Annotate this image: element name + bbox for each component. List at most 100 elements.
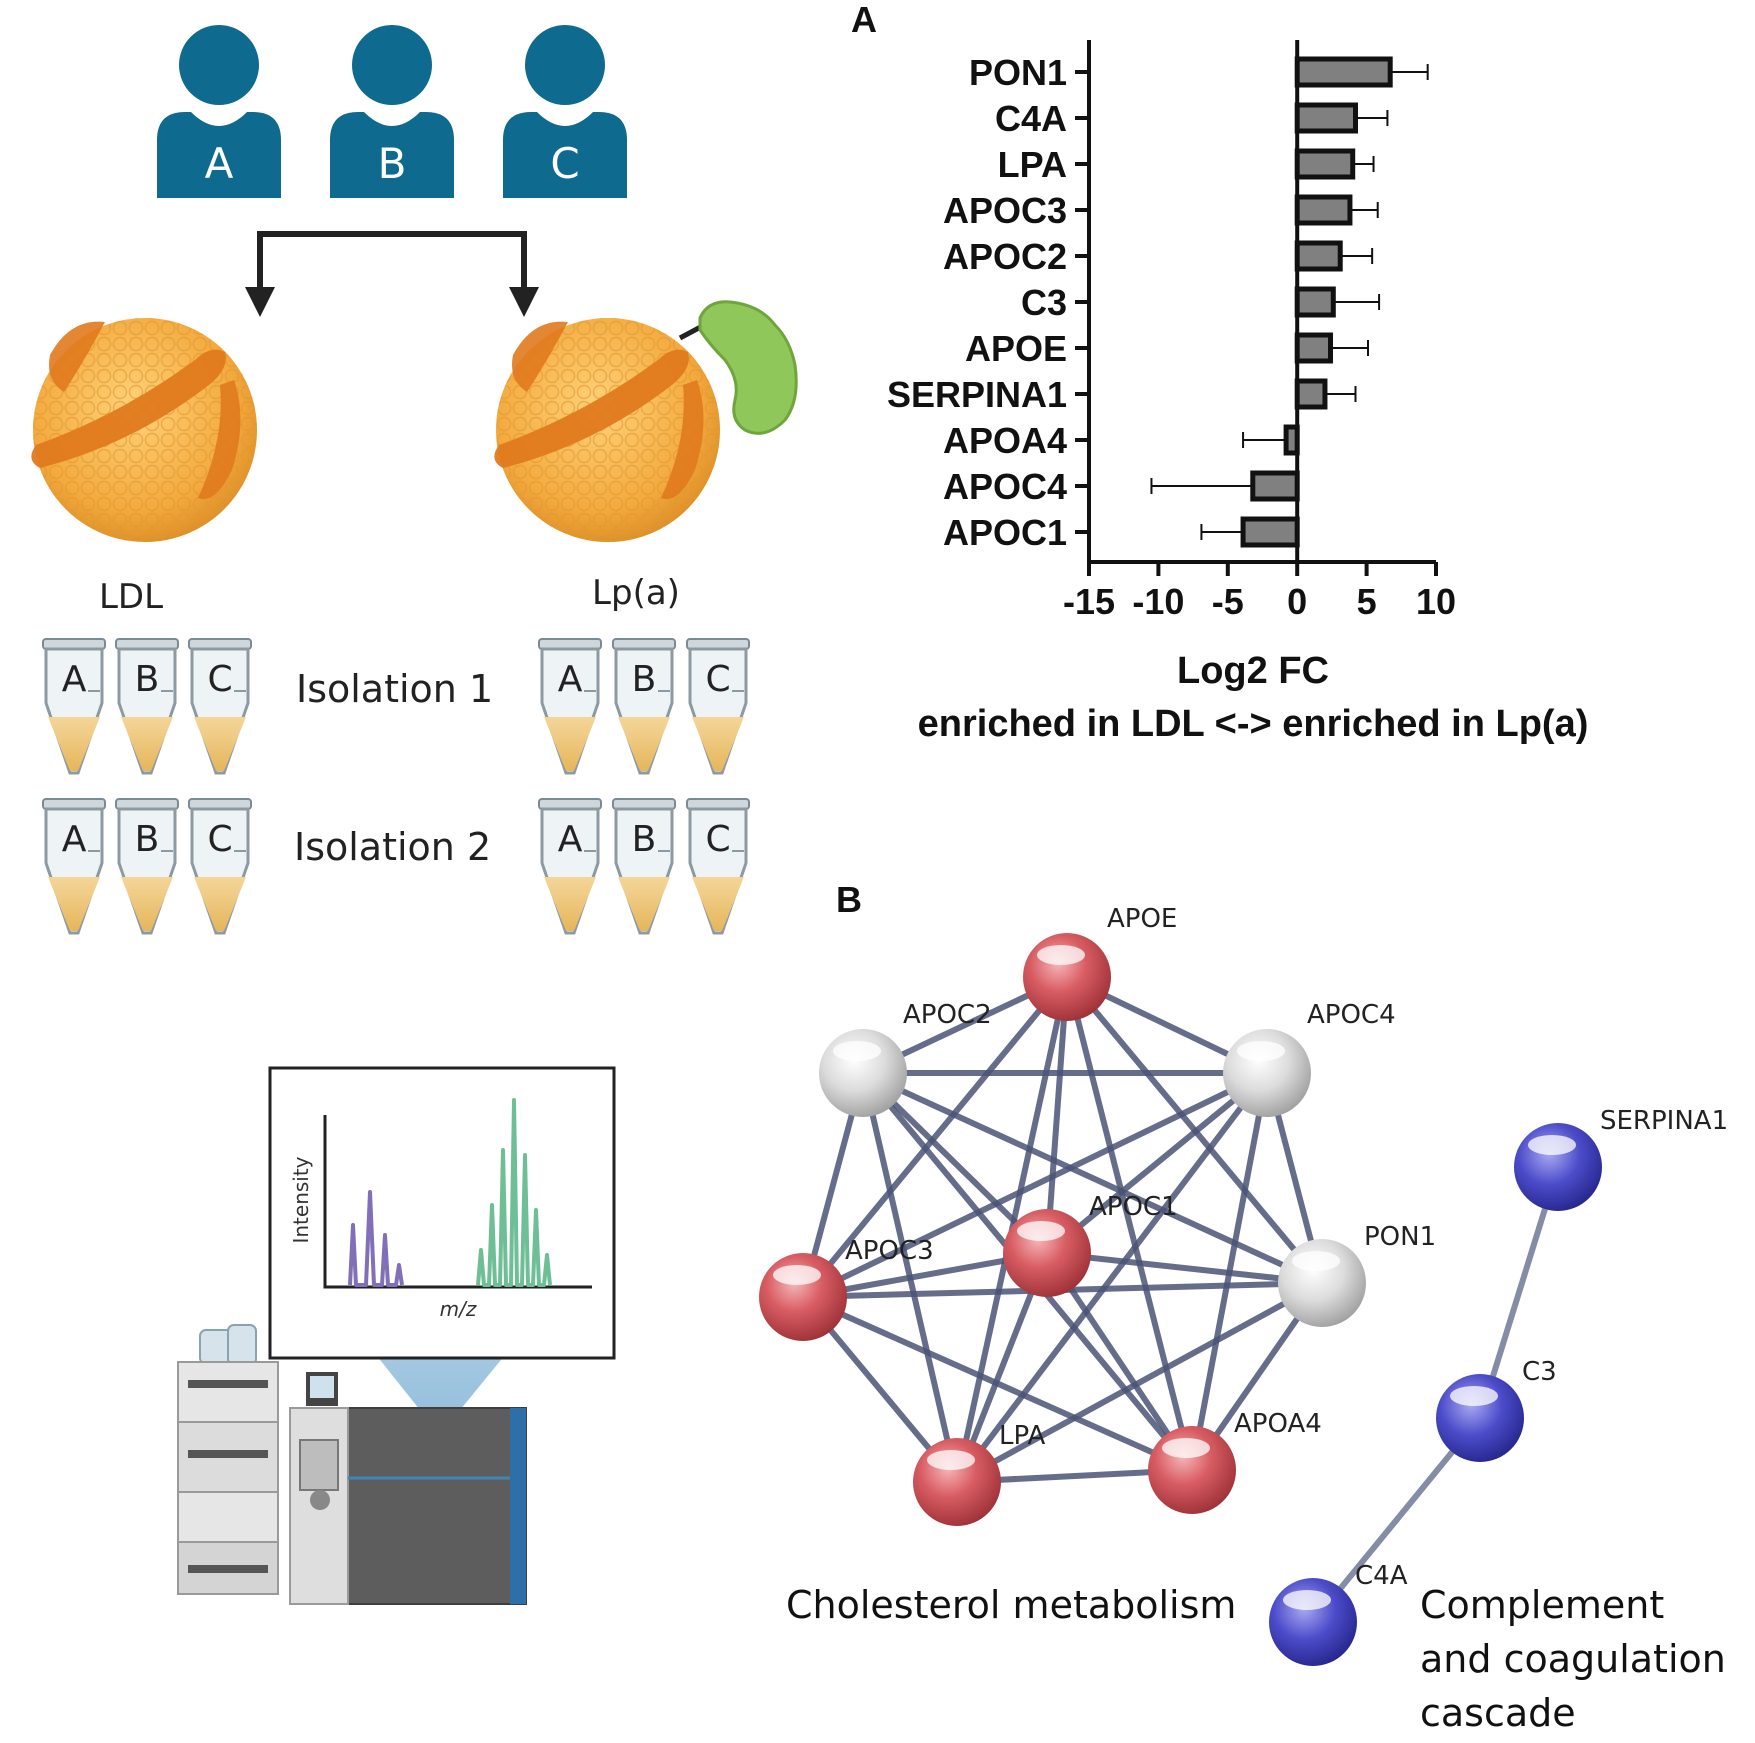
network-edge (954, 1071, 1270, 1484)
tube-row-2-lpa: A B C (537, 797, 751, 935)
tube-label: B (632, 659, 657, 700)
bar (1294, 56, 1393, 88)
tube-icon: A (537, 637, 603, 775)
person-icon: B (330, 25, 454, 198)
x-tick-label: 10 (1416, 581, 1456, 622)
network-edge (1064, 976, 1195, 1471)
category-label: LPA (998, 144, 1067, 185)
panel-b-label: B (836, 879, 862, 920)
network-edge (801, 1070, 1269, 1300)
tube-icon: A (41, 797, 107, 935)
tube-row-1-ldl: A B C (41, 637, 253, 775)
network-edge (800, 975, 1070, 1299)
node-label: C3 (1522, 1357, 1557, 1387)
network-node: APOC1 (1003, 1192, 1178, 1297)
tube-icon: C (685, 797, 751, 935)
network-node: APOC3 (759, 1236, 934, 1341)
tube-icon: C (187, 637, 253, 775)
node-label: C4A (1355, 1561, 1408, 1591)
person-label: A (205, 139, 234, 188)
x-tick-label: -15 (1063, 581, 1115, 622)
network-node: PON1 (1278, 1222, 1436, 1327)
node-highlight (1283, 1590, 1331, 1610)
bar (1294, 102, 1358, 134)
tube-label: A (558, 659, 583, 700)
node-highlight (773, 1265, 821, 1285)
network-edge (1046, 1250, 1323, 1286)
spectrum-xlabel: m/z (440, 1297, 477, 1321)
person-icon: C (503, 25, 627, 198)
spectrum-ylabel: Intensity (289, 1156, 313, 1243)
category-label: APOC3 (943, 190, 1067, 231)
node-label: PON1 (1364, 1222, 1436, 1252)
bar (1250, 470, 1300, 502)
network-node: APOA4 (1148, 1409, 1322, 1514)
node-highlight (1450, 1386, 1498, 1406)
category-label: APOC4 (943, 466, 1067, 507)
person-label: C (550, 139, 579, 188)
tube-icon: A (537, 797, 603, 935)
bar (1294, 286, 1336, 318)
node-label: APOC1 (1089, 1192, 1178, 1222)
category-label: APOE (965, 328, 1067, 369)
network-edge (1045, 1070, 1269, 1256)
tube-label: B (135, 819, 160, 860)
split-arrow (245, 231, 539, 317)
category-label: C4A (995, 98, 1067, 139)
tube-icon: C (685, 637, 751, 775)
bar (1294, 378, 1328, 410)
node-label: APOC2 (903, 1000, 992, 1030)
network-edges (800, 974, 1561, 1624)
network-node: APOE (1023, 904, 1177, 1021)
network-node: APOC2 (819, 1000, 992, 1117)
lpa-particle-icon (494, 300, 798, 542)
bar (1240, 516, 1300, 548)
tube-row-1-lpa: A B C (537, 637, 751, 775)
person-label: B (378, 139, 407, 188)
x-axis-label: Log2 FC (1177, 650, 1329, 692)
node-label: APOC3 (845, 1236, 934, 1266)
node-highlight (833, 1041, 881, 1061)
cluster-label-cascade: cascade (1420, 1691, 1576, 1735)
node-label: LPA (999, 1421, 1046, 1451)
x-tick-label: -5 (1212, 581, 1244, 622)
lpa-label: Lp(a) (592, 573, 680, 613)
tube-icon: B (611, 637, 677, 775)
network-edge (801, 1294, 1194, 1473)
category-label: C3 (1021, 282, 1067, 323)
tube-icon: B (114, 797, 180, 935)
category-label: APOC2 (943, 236, 1067, 277)
x-axis-sublabel: enriched in LDL <-> enriched in Lp(a) (918, 703, 1589, 745)
bar (1294, 194, 1353, 226)
node-label: APOE (1107, 904, 1177, 934)
person-icon: A (157, 25, 281, 198)
network-edge (1044, 976, 1070, 1254)
x-tick-label: -10 (1132, 581, 1184, 622)
network-node: SERPINA1 (1514, 1106, 1728, 1211)
panel-a-label: A (851, 0, 877, 40)
node-highlight (1528, 1135, 1576, 1155)
node-highlight (1037, 945, 1085, 965)
node-label: APOC4 (1307, 1000, 1396, 1030)
node-highlight (1292, 1251, 1340, 1271)
tube-label: C (207, 819, 232, 860)
bar (1294, 332, 1334, 364)
x-tick-label: 5 (1357, 581, 1377, 622)
isolation-2-label: Isolation 2 (294, 825, 491, 869)
tube-row-2-ldl: A B C (41, 797, 253, 935)
bar (1283, 424, 1300, 456)
tube-label: A (62, 659, 87, 700)
node-label: SERPINA1 (1600, 1106, 1728, 1136)
tube-icon: A (41, 637, 107, 775)
tube-icon: B (611, 797, 677, 935)
hplc-stack-icon (177, 1324, 279, 1595)
category-label: SERPINA1 (887, 374, 1067, 415)
cluster-label-coagulation: and coagulation (1420, 1637, 1726, 1681)
network-edge (861, 1070, 1324, 1286)
tube-label: A (62, 819, 87, 860)
